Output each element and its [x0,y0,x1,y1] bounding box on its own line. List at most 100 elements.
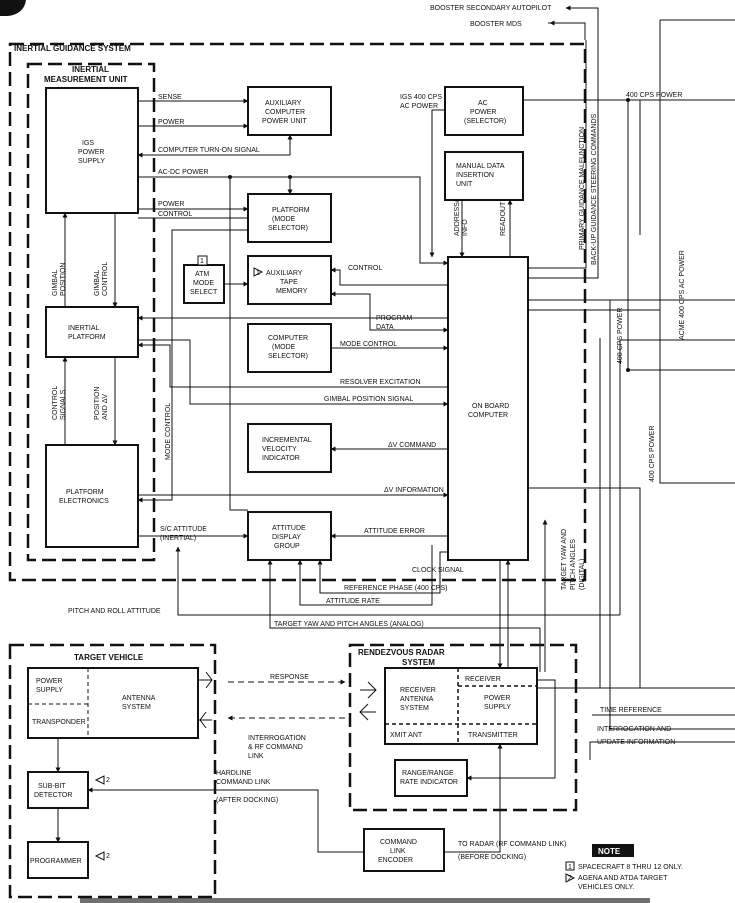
svg-text:LINK: LINK [390,848,406,855]
gimbal-position-signal-label: GIMBAL POSITION SIGNAL [324,396,413,403]
sub-bit-detector-block: SUB-BIT DETECTOR [27,771,89,809]
svg-text:MEMORY: MEMORY [276,288,308,295]
programmer-block: PROGRAMMER [27,841,89,879]
tv-antenna-response-icon [198,671,213,689]
svg-text:POWER: POWER [36,678,62,685]
svg-text:RECEIVER: RECEIVER [400,687,436,694]
response-label: RESPONSE [270,674,309,681]
on-board-computer-block: ON BOARD COMPUTER [447,256,529,561]
svg-text:ANTENNA: ANTENNA [122,695,156,702]
time-reference-label: TIME REFERENCE [600,707,662,714]
gimbal-control-label-2: CONTROL [102,262,109,296]
target-yaw-pitch-analog-label: TARGET YAW AND PITCH ANGLES (ANALOG) [274,621,424,628]
rendezvous-title-2: SYSTEM [402,658,435,667]
svg-text:1: 1 [568,864,572,871]
booster-mds-line [548,22,586,40]
interrogation-rf-label-2: & RF COMMAND [248,744,303,751]
badge-1-atm [197,255,208,266]
mode-control-vertical-label: MODE CONTROL [165,403,172,460]
power-control-label-1: POWER [158,201,184,208]
rendezvous-radar-boundary [348,643,578,812]
sc-attitude-label-2: (INERTIAL) [160,535,196,542]
igs-400-cps-label-2: AC POWER [400,103,438,110]
tv-antenna-interrogation-icon [198,711,212,729]
400-cps-power-v2-label: 400 CPS POWER [649,426,656,482]
svg-text:COMPUTER: COMPUTER [265,109,305,116]
rendezvous-radar-block: RECEIVER RECEIVER ANTENNA SYSTEM POWER S… [384,667,538,745]
sc-attitude-label-1: S/C ATTITUDE [160,526,207,533]
svg-text:COMMAND: COMMAND [380,839,417,846]
svg-text:TRANSPONDER: TRANSPONDER [32,719,86,726]
svg-text:INDICATOR: INDICATOR [262,455,300,462]
svg-text:RATE INDICATOR: RATE INDICATOR [400,779,458,786]
svg-text:POWER: POWER [484,695,510,702]
target-vehicle-title: TARGET VEHICLE [74,653,144,662]
booster-secondary-autopilot-label: BOOSTER SECONDARY AUTOPILOT [430,5,552,12]
attitude-error-label: ATTITUDE ERROR [364,528,425,535]
gimbal-position-label-2: POSITION [60,263,67,296]
command-link-encoder-block: COMMAND LINK ENCODER [363,828,445,872]
badge-2-programmer: 2 [106,853,110,860]
primary-guidance-label: PRIMARY GUIDANCE MALFUNCTION [579,127,586,250]
rr-antenna-transmit-icon [359,703,376,721]
hardline-label-3: (AFTER DOCKING) [216,797,278,804]
svg-text:(MODE: (MODE [272,216,296,223]
svg-text:PLATFORM: PLATFORM [66,489,104,496]
control-signals-label-1: CONTROL [52,386,59,420]
svg-text:PLATFORM: PLATFORM [272,207,310,214]
gimbal-position-label-1: GIMBAL [52,269,59,296]
svg-text:NOTE: NOTE [598,847,621,856]
caption-fragment [80,898,650,903]
target-vehicle-comms-block: POWER SUPPLY TRANSPONDER ANTENNA SYSTEM [27,667,199,739]
sense-label: SENSE [158,94,182,101]
svg-text:TRANSMITTER: TRANSMITTER [468,732,518,739]
platform-mode-selector-block: PLATFORM (MODE SELECTOR) [247,193,332,243]
igs-400-cps-label-1: IGS 400 CPS [400,94,442,101]
svg-text:PLATFORM: PLATFORM [68,334,106,341]
svg-text:IGS: IGS [82,140,94,147]
svg-text:INERTIAL: INERTIAL [68,325,99,332]
target-vehicle-boundary [8,643,217,899]
igs-power-supply-block: IGS POWER SUPPLY [45,87,139,214]
badge-1-atm-text: 1 [200,258,204,265]
svg-text:SELECTOR): SELECTOR) [268,225,308,232]
interrogation-update-label-2: UPDATE INFORMATION [597,739,675,746]
svg-text:SUPPLY: SUPPLY [78,158,105,165]
svg-text:AGENA AND ATDA TARGET: AGENA AND ATDA TARGET [578,875,668,882]
igs-boundary [8,42,587,582]
svg-text:SUPPLY: SUPPLY [484,704,511,711]
svg-text:RECEIVER: RECEIVER [465,676,501,683]
mode-control-label: MODE CONTROL [340,341,397,348]
igs-title: INERTIAL GUIDANCE SYSTEM [14,44,131,53]
svg-text:POWER: POWER [470,109,496,116]
dv-command-label: ΔV COMMAND [388,442,436,449]
interrogation-rf-label-1: INTERROGATION [248,735,306,742]
svg-text:TAPE: TAPE [280,279,298,286]
badge-2-sub-bit: 2 [106,777,110,784]
svg-text:AUXILIARY: AUXILIARY [265,100,302,107]
to-radar-label-1: TO RADAR (RF COMMAND LINK) [458,841,566,848]
svg-text:UNIT: UNIT [456,181,473,188]
svg-text:SELECTOR): SELECTOR) [268,353,308,360]
svg-text:PROGRAMMER: PROGRAMMER [30,858,82,865]
svg-text:AUXILIARY: AUXILIARY [266,270,303,277]
manual-data-insertion-unit-block: MANUAL DATA INSERTION UNIT [444,151,524,201]
backup-guidance-label: BACK-UP GUIDANCE STEERING COMMANDS [591,114,598,265]
booster-autopilot-line [588,7,599,70]
interrogation-rf-label-3: LINK [248,753,264,760]
svg-text:COMPUTER: COMPUTER [468,412,508,419]
svg-text:INSERTION: INSERTION [456,172,494,179]
power-control-label-2: CONTROL [158,211,192,218]
platform-electronics-block: PLATFORM ELECTRONICS [45,444,139,548]
note-box: NOTE 1 SPACECRAFT 8 THRU 12 ONLY. 2 AGEN… [565,844,683,891]
svg-text:ENCODER: ENCODER [378,857,413,864]
svg-text:ATTITUDE: ATTITUDE [272,525,306,532]
to-radar-label-2: (BEFORE DOCKING) [458,854,526,861]
ac-power-selector-block: AC POWER (SELECTOR) [444,86,524,136]
position-dv-label-2: AND ΔV [102,394,109,420]
attitude-display-group-block: ATTITUDE DISPLAY GROUP [247,511,332,561]
svg-text:AC: AC [478,100,488,107]
svg-text:MODE: MODE [193,280,214,287]
target-yaw-digital-label-3: (DIGITAL) [579,559,586,590]
